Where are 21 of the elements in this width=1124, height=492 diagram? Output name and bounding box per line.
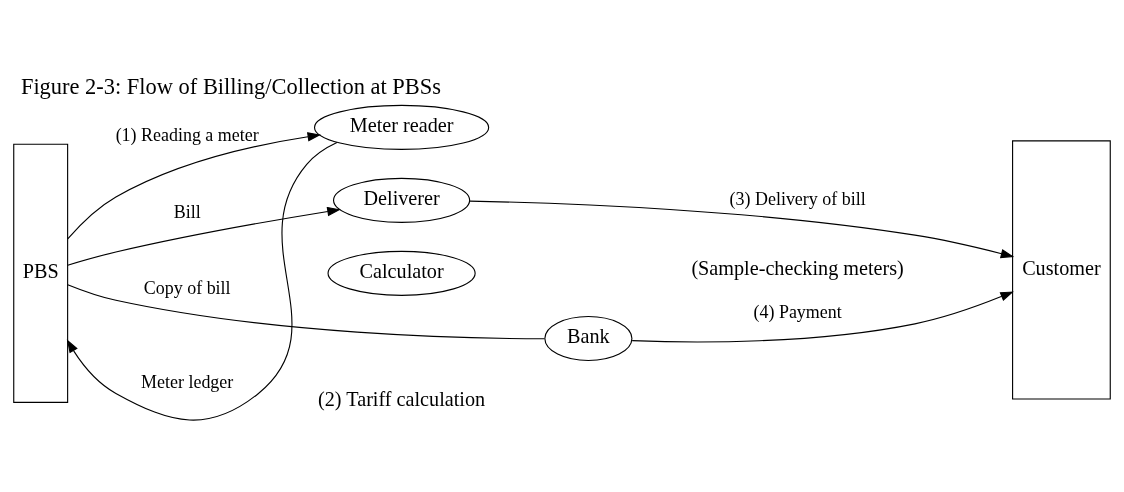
edge-label: Bill — [173, 201, 201, 222]
label: (2) Tariff calculation — [318, 387, 486, 410]
node-box: Customer — [1012, 139, 1111, 400]
arrow — [67, 131, 321, 240]
arrow — [66, 141, 338, 421]
node-ellipse: Meter reader — [313, 104, 490, 150]
edge-label: Meter ledger — [141, 371, 234, 392]
connector — [67, 283, 545, 339]
edge-label: Copy of bill — [143, 277, 231, 298]
node-ellipse: Bank — [544, 315, 633, 361]
node-box: PBS — [13, 143, 69, 403]
diagram-title: Figure 2-3: Flow of Billing/Collection at PBSs — [20, 73, 442, 99]
label: (Sample-checking meters) — [691, 256, 904, 279]
arrow — [469, 200, 1015, 258]
arrow — [67, 206, 341, 266]
edge-label: (1) Reading a meter — [115, 124, 259, 145]
edge-label: (4) Payment — [753, 301, 842, 322]
arrow — [631, 290, 1014, 342]
edge-label: (3) Delivery of bill — [729, 188, 866, 209]
node-ellipse: Calculator — [327, 250, 476, 296]
node-ellipse: Deliverer — [333, 177, 471, 223]
